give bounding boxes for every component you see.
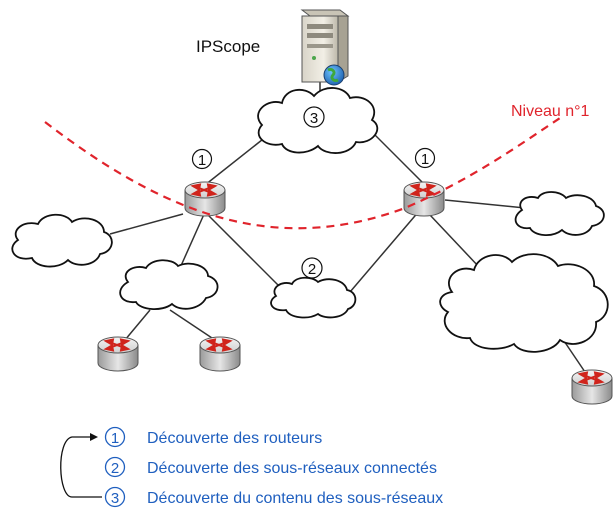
legend-text: Découverte des sous-réseaux connectés xyxy=(147,460,437,477)
legend-number: 2 xyxy=(111,460,119,477)
level-label: Niveau n°1 xyxy=(511,103,590,120)
legend-text: Découverte du contenu des sous-réseaux xyxy=(147,490,443,507)
router-icon xyxy=(199,336,241,372)
cloud-middle xyxy=(270,276,357,319)
router-left xyxy=(184,181,226,217)
cloud-left xyxy=(11,213,113,268)
router-icon xyxy=(184,181,226,217)
svg-text:1: 1 xyxy=(421,151,429,168)
router-bottom-right xyxy=(571,369,613,405)
cloud-right-large xyxy=(439,253,609,353)
marker-cloud-middle: 2 xyxy=(301,257,323,279)
cloud-icon xyxy=(11,87,609,353)
marker-router-right: 1 xyxy=(414,147,436,169)
router-icon xyxy=(571,369,613,405)
router-bottom-left-2 xyxy=(199,336,241,372)
svg-text:3: 3 xyxy=(310,110,318,127)
cloud-top xyxy=(257,87,379,154)
legend-loop-arrow xyxy=(60,436,102,498)
server-label: IPScope xyxy=(196,37,260,56)
router-icon xyxy=(97,336,139,372)
marker-cloud-top: 3 xyxy=(303,106,325,128)
legend-text: Découverte des routeurs xyxy=(147,430,322,447)
legend-item-2: 2 Découverte des sous-réseaux connectés xyxy=(104,456,437,478)
legend-number: 1 xyxy=(111,430,119,447)
legend: 1 Découverte des routeurs 2 Découverte d… xyxy=(60,426,443,508)
marker-router-left: 1 xyxy=(191,148,213,170)
svg-text:1: 1 xyxy=(198,152,206,169)
legend-number: 3 xyxy=(111,490,119,507)
globe-icon xyxy=(323,64,345,86)
legend-item-1: 1 Découverte des routeurs xyxy=(104,426,322,448)
legend-item-3: 3 Découverte du contenu des sous-réseaux xyxy=(104,486,443,508)
level-boundary-line xyxy=(44,117,561,230)
svg-text:2: 2 xyxy=(308,261,316,278)
router-bottom-left-1 xyxy=(97,336,139,372)
cloud-lower-left xyxy=(119,259,219,310)
cloud-right-small xyxy=(514,191,605,236)
